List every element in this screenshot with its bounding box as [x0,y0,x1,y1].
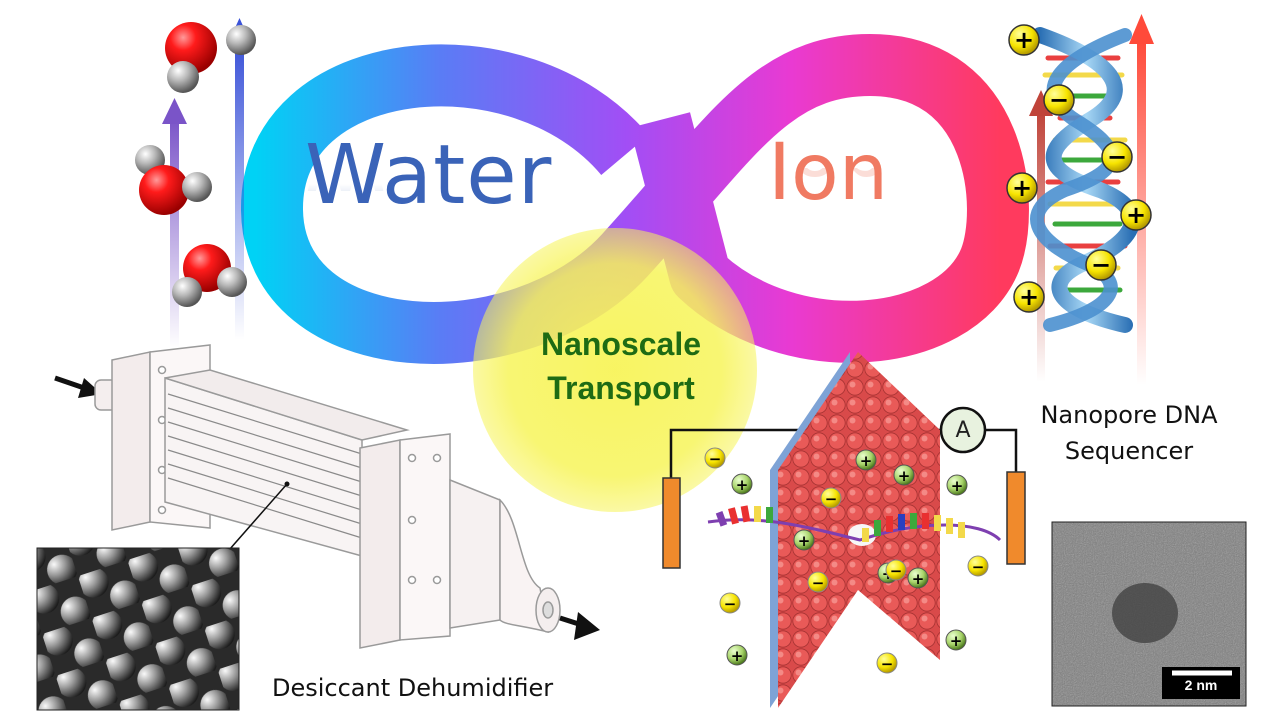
arrow-icon [559,612,600,640]
positive-ion: + [793,529,815,551]
left-electrode [662,477,681,569]
positive-ion: + [945,629,967,651]
negative-ion: − [1085,249,1117,281]
svg-text:+: + [950,632,963,650]
water-molecule-icon [135,145,212,215]
dna-helix-icon [1030,27,1140,333]
dehumidifier-device [54,344,600,649]
svg-text:−: − [724,595,737,613]
svg-text:−: − [890,562,903,580]
nanopore-label: Nanopore DNA Sequencer [1018,397,1240,469]
svg-text:+: + [798,532,811,550]
negative-ion: − [876,652,898,674]
negative-ion: − [967,555,989,577]
negative-ion: − [820,487,842,509]
positive-ion: + [731,473,753,495]
water-title-reflection: Water [305,166,552,206]
positive-ion: + [893,464,915,486]
positive-ion: + [1006,172,1038,204]
positive-ion: + [1120,199,1152,231]
svg-text:−: − [881,655,894,673]
ammeter-icon [939,406,987,454]
svg-text:+: + [951,477,964,495]
svg-text:−: − [1107,143,1127,171]
svg-text:−: − [812,574,825,592]
scale-bar-label: 2 nm [1184,677,1218,693]
svg-text:+: + [1012,174,1032,202]
svg-text:−: − [825,490,838,508]
right-electrode [1006,471,1026,565]
svg-text:+: + [912,570,925,588]
solution-ions: − + + + − + + − + − + − − + + − [704,447,989,674]
positive-ion: + [855,449,877,471]
negative-ion: − [807,571,829,593]
svg-text:−: − [709,450,722,468]
ion-cloud: + − − + + − + [1006,24,1152,313]
center-glow-circle [473,228,757,512]
center-title-line1: Nanoscale [540,326,702,362]
negative-ion: − [1101,141,1133,173]
svg-text:+: + [1014,26,1034,54]
center-title-line2: Transport [547,370,695,406]
svg-text:−: − [1049,86,1069,114]
water-molecule-icon [172,244,247,307]
tem-nanopore-image [1051,521,1247,707]
ion-title-reflection: Ion [768,168,888,204]
negative-ion: − [885,559,907,581]
svg-text:+: + [736,476,749,494]
ion-title: Ion [768,128,889,218]
dna-strand [707,505,1002,542]
svg-text:+: + [860,452,873,470]
positive-ion: + [1013,281,1045,313]
svg-text:−: − [1091,251,1111,279]
nanopore-label-line2: Sequencer [1064,437,1194,465]
ammeter-symbol: A [955,418,971,443]
center-title: Nanoscale Transport [505,322,737,410]
membrane [770,352,940,708]
negative-ion: − [719,592,741,614]
svg-text:+: + [1126,201,1146,229]
svg-text:+: + [898,467,911,485]
positive-ion: + [1008,24,1040,56]
negative-ion: − [704,447,726,469]
infinity-symbol [240,34,1029,364]
water-title: Water [305,128,553,223]
svg-text:−: − [972,558,985,576]
svg-text:+: + [731,647,744,665]
negative-ion: − [1043,84,1075,116]
water-molecule-icon [165,22,256,93]
positive-ion: + [726,644,748,666]
positive-ion: + [907,567,929,589]
desiccant-label: Desiccant Dehumidifier [272,674,554,702]
sem-bead-image [36,547,240,711]
positive-ion: + [946,474,968,496]
svg-text:+: + [1019,283,1039,311]
nanopore-label-line1: Nanopore DNA [1040,401,1218,429]
